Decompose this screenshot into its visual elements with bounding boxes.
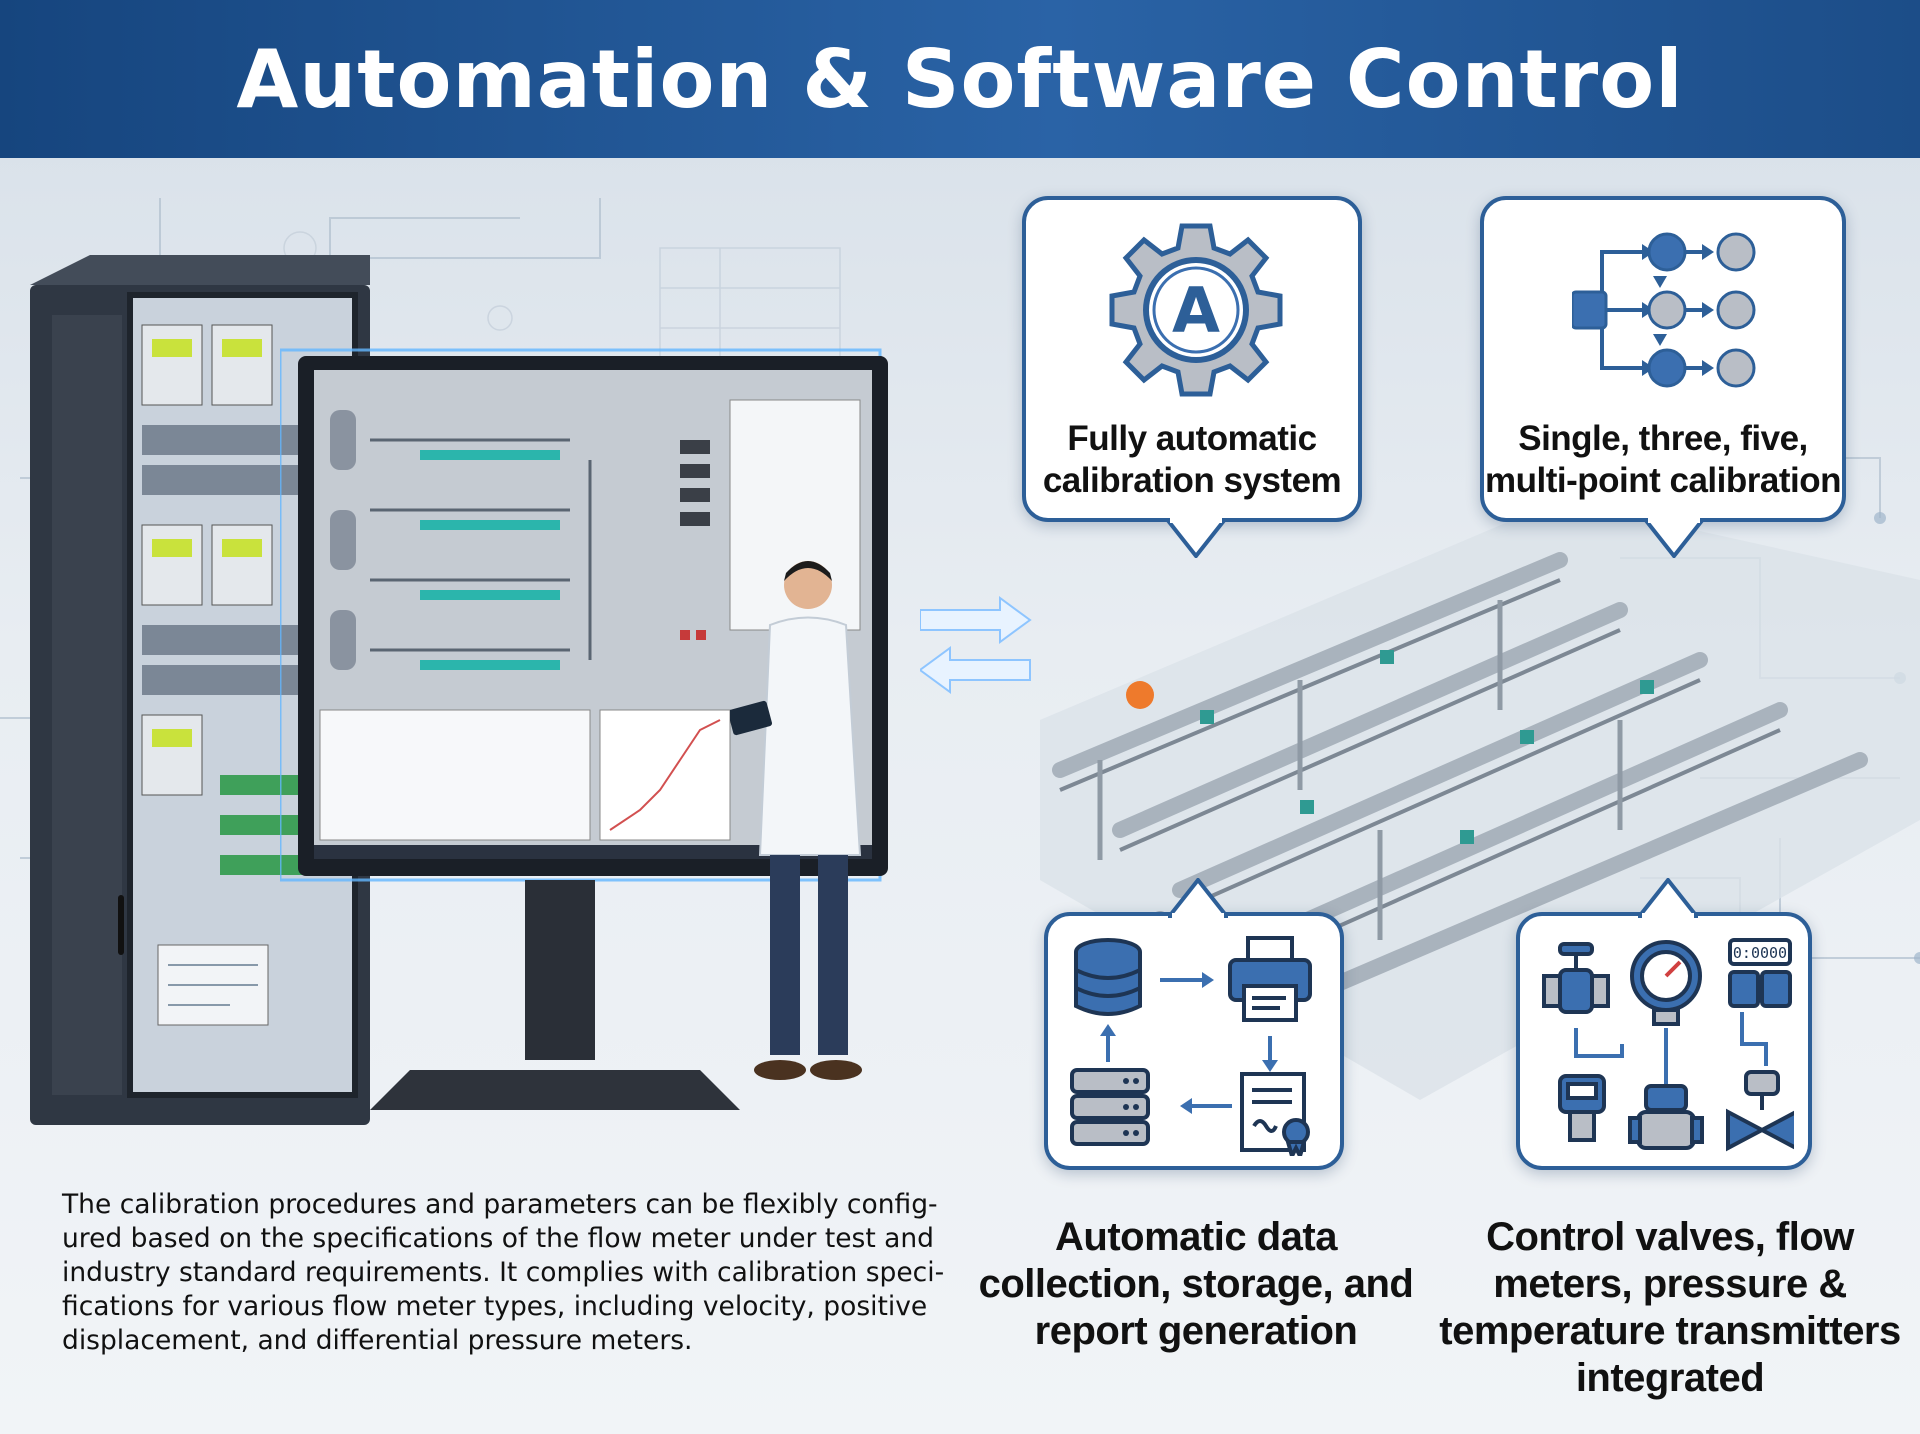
data-collection-caption-line1: Automatic data [1055, 1215, 1337, 1259]
description-line3: industry standard requirements. It compl… [62, 1257, 945, 1288]
integration-caption-line2: meters, pressure & [1493, 1262, 1847, 1306]
header-banner: Automation & Software Control [0, 0, 1920, 158]
description-line4: fications for various flow meter types, … [62, 1291, 928, 1322]
control-cabinet-illustration [30, 255, 370, 1125]
feature-card-data-collection [1044, 878, 1344, 1170]
integration-caption: Control valves, flow meters, pressure & … [1432, 1214, 1908, 1402]
auto-calibration-label-line1: Fully automatic [1067, 419, 1317, 458]
svg-text:A: A [1172, 274, 1220, 347]
valve-gauge-transmitter-icon: 0:0000 [1542, 938, 1794, 1152]
card-pointer [1168, 878, 1228, 918]
description-line2: ured based on the specifications of the … [62, 1223, 934, 1254]
data-collection-caption: Automatic data collection, storage, and … [976, 1214, 1416, 1355]
description-line5: displacement, and differential pressure … [62, 1325, 693, 1356]
engineer-illustration [730, 561, 862, 1080]
multi-point-label-line2: multi-point calibration [1485, 461, 1841, 500]
page-title: Automation & Software Control [236, 32, 1684, 126]
integration-caption-line1: Control valves, flow [1486, 1215, 1854, 1259]
multi-point-label-line1: Single, three, five, [1518, 419, 1808, 458]
data-collection-caption-line2: collection, storage, and [978, 1262, 1414, 1306]
card-pointer [1166, 518, 1226, 558]
feature-card-integration: 0:0000 [1516, 878, 1812, 1170]
data-collection-caption-line3: report generation [1034, 1309, 1358, 1353]
integration-caption-line3: temperature transmitters [1439, 1309, 1901, 1353]
description-paragraph: The calibration procedures and parameter… [62, 1188, 972, 1358]
gear-letter-a-icon: A [1109, 223, 1283, 397]
feature-card-auto-calibration: A Fully automatic calibration system [1022, 196, 1362, 558]
card-pointer [1638, 878, 1698, 918]
flow-sequence-icon [1572, 232, 1756, 388]
card-pointer [1644, 518, 1704, 558]
database-printer-server-certificate-icon [1070, 936, 1312, 1156]
meter-readout: 0:0000 [1733, 944, 1787, 962]
integration-caption-line4: integrated [1575, 1356, 1765, 1400]
auto-calibration-label-line2: calibration system [1042, 461, 1342, 500]
feature-card-multi-point: Single, three, five, multi-point calibra… [1480, 196, 1846, 558]
data-transfer-arrows [920, 596, 1032, 694]
description-line1: The calibration procedures and parameter… [62, 1189, 938, 1220]
